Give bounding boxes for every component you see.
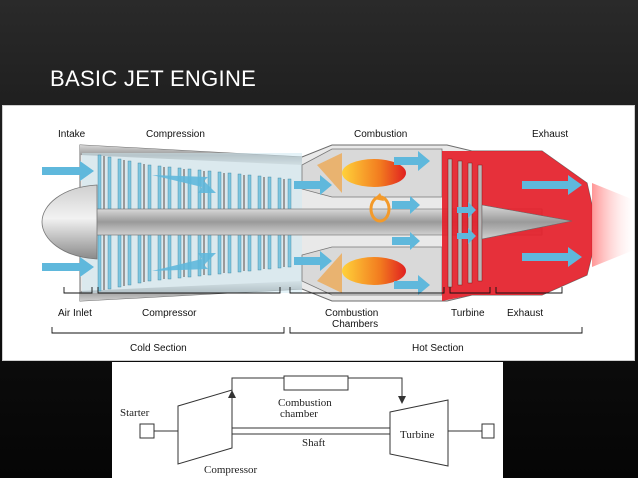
label-compressor: Compressor: [142, 308, 197, 319]
label-combustion: Combustion: [354, 129, 407, 140]
exhaust-cone: [481, 204, 573, 240]
label-turbine: Turbine: [451, 308, 485, 319]
flame-upper: [342, 159, 406, 187]
label-exhaust-bottom: Exhaust: [507, 308, 543, 319]
slide-title: BASIC JET ENGINE: [50, 66, 257, 91]
label-combustion-chamber-1: Combustion: [278, 397, 332, 409]
output-shaft-end: [481, 423, 495, 439]
engine-schematic-diagram: Starter Compressor Shaft Combustion cham…: [112, 362, 503, 478]
jet-engine-diagram: Intake Compression Combustion Exhaust: [2, 105, 635, 361]
flame-lower: [342, 257, 406, 285]
label-combustion-chambers-2: Chambers: [332, 319, 378, 330]
label-intake: Intake: [58, 129, 86, 140]
airflow-arrows: [42, 151, 582, 295]
label-combustion-chambers-1: Combustion: [325, 308, 378, 319]
label-starter: Starter: [120, 407, 150, 419]
label-hot-section: Hot Section: [412, 343, 464, 354]
label-cold-section: Cold Section: [130, 343, 187, 354]
compressor-shape: [177, 389, 233, 465]
combustion-chambers: [301, 148, 443, 296]
label-air-inlet: Air Inlet: [58, 308, 92, 319]
section-brackets: [51, 287, 583, 334]
label-turbine: Turbine: [400, 429, 435, 441]
label-combustion-chamber-2: chamber: [280, 408, 318, 420]
label-compressor: Compressor: [204, 464, 258, 476]
turbine-shape: [389, 399, 449, 467]
starter-box: [139, 423, 155, 439]
label-exhaust-top: Exhaust: [532, 129, 568, 140]
combustion-chamber-box: [283, 375, 349, 391]
intake-spinner: [41, 184, 98, 260]
label-shaft: Shaft: [302, 437, 325, 449]
rotation-arrow-icon: [369, 193, 391, 223]
label-compression: Compression: [146, 129, 205, 140]
